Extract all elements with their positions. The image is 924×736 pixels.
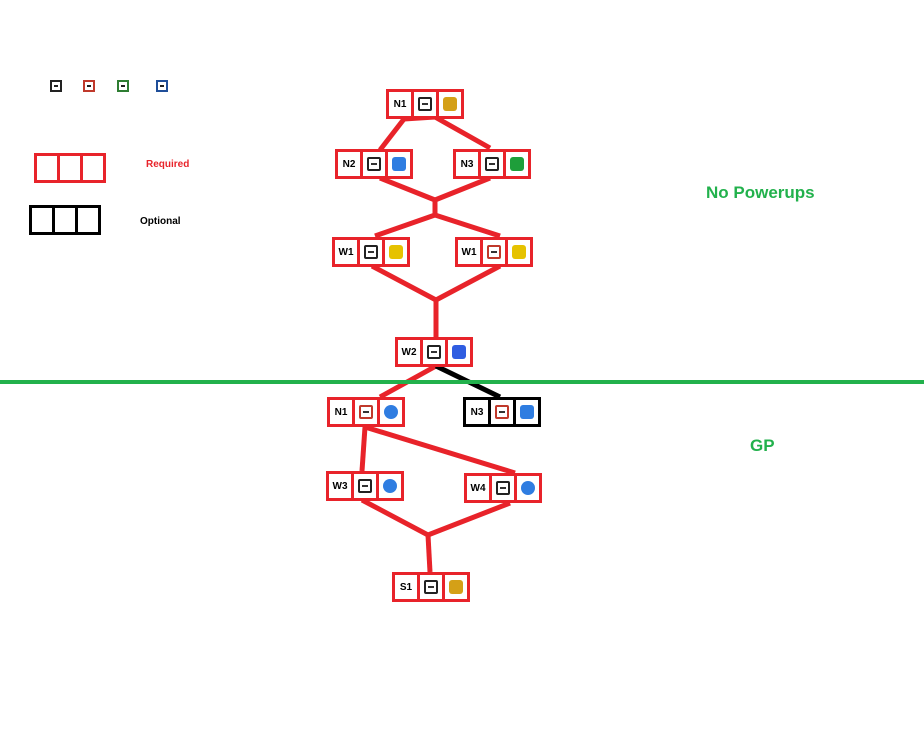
pedestal-icon xyxy=(443,97,457,111)
connector-line xyxy=(403,114,492,151)
legend-chest-icon xyxy=(50,80,62,92)
node-w3: W3 xyxy=(326,471,404,501)
connector-line xyxy=(360,497,511,538)
green-boot-icon xyxy=(510,157,524,171)
chest-icon xyxy=(427,345,441,359)
gold-scroll-icon xyxy=(512,245,526,259)
node-w1-right: W1 xyxy=(455,237,533,267)
node-w1-left: W1 xyxy=(332,237,410,267)
gold-scroll-icon xyxy=(389,245,403,259)
chest-icon xyxy=(495,405,509,419)
chest-icon xyxy=(485,157,499,171)
node-label: N1 xyxy=(330,400,352,424)
blue-gear-icon xyxy=(521,481,535,495)
blue-figure-icon xyxy=(452,345,466,359)
connector-line xyxy=(364,424,516,476)
node-n2: N2 xyxy=(335,149,413,179)
node-label: W4 xyxy=(467,476,489,500)
region-label-bottom: GP xyxy=(750,436,775,455)
node-n3-bot: N3 xyxy=(463,397,541,427)
chest-icon xyxy=(496,481,510,495)
legend-chest-icon xyxy=(156,80,168,92)
connector-line xyxy=(425,534,433,573)
legend-optional-label: Optional xyxy=(140,216,181,227)
connector-line xyxy=(434,212,501,239)
connector-line xyxy=(374,212,436,239)
node-n3-top: N3 xyxy=(453,149,531,179)
legend-required-label: Required xyxy=(146,159,190,170)
node-n1-bot: N1 xyxy=(327,397,405,427)
node-n1-top: N1 xyxy=(386,89,464,119)
legend-chest-icon xyxy=(117,80,129,92)
chest-icon xyxy=(364,245,378,259)
legend-required-box xyxy=(34,153,106,183)
blue-ring-icon xyxy=(383,479,397,493)
chest-icon xyxy=(367,157,381,171)
blue-barrel-icon xyxy=(384,405,398,419)
chest-icon xyxy=(424,580,438,594)
node-label: N1 xyxy=(389,92,411,116)
node-w4: W4 xyxy=(464,473,542,503)
blue-gem-icon xyxy=(392,157,406,171)
connector-line xyxy=(378,117,406,152)
node-label: N3 xyxy=(456,152,478,176)
region-label-top: No Powerups xyxy=(706,183,815,202)
connector-line xyxy=(379,175,491,203)
chest-icon xyxy=(487,245,501,259)
node-label: W1 xyxy=(335,240,357,264)
blue-hook-icon xyxy=(520,405,534,419)
node-label: W1 xyxy=(458,240,480,264)
node-label: N3 xyxy=(466,400,488,424)
chest-icon xyxy=(359,405,373,419)
node-label: S1 xyxy=(395,575,417,599)
node-label: W3 xyxy=(329,474,351,498)
region-divider xyxy=(0,380,924,384)
legend-chest-icon xyxy=(83,80,95,92)
node-s1: S1 xyxy=(392,572,470,602)
legend-optional-box xyxy=(29,205,101,235)
chest-icon xyxy=(418,97,432,111)
chest-icon xyxy=(358,479,372,493)
connector-line xyxy=(359,426,368,472)
node-label: N2 xyxy=(338,152,360,176)
node-w2: W2 xyxy=(395,337,473,367)
node-label: W2 xyxy=(398,340,420,364)
pedestal-icon xyxy=(449,580,463,594)
connector-line xyxy=(370,263,502,303)
